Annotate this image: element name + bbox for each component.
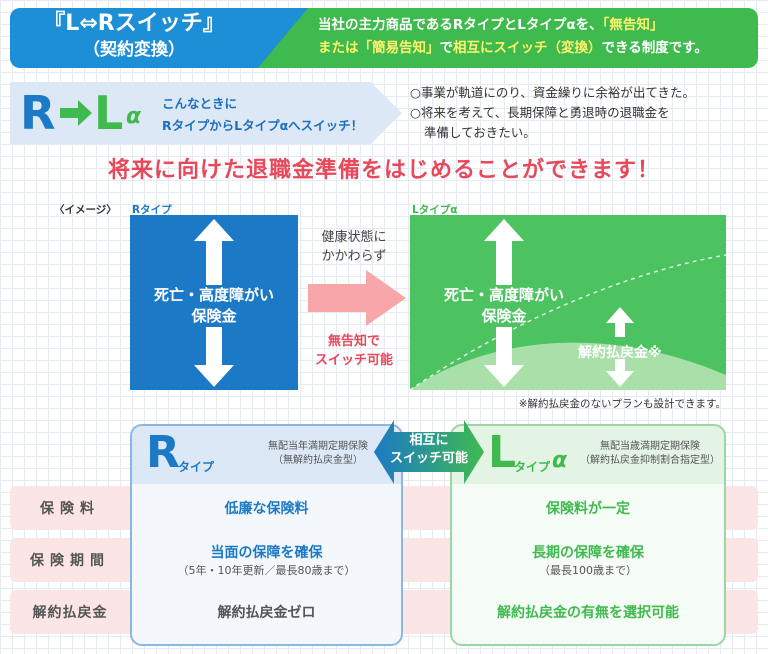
condition-line: 健康状態に [321,230,387,245]
benefit-text: 死亡・高度障がい [153,286,274,304]
r-type-column-header [132,426,401,484]
surrender-curve [410,254,726,390]
r-period-cell: 当面の保障を確保 [210,545,323,561]
l-desc-line: 無配当歳満期定期保険 [600,441,700,452]
r-type-box: 死亡・高度障がい 保険金 [130,215,298,390]
header-blue-panel [10,8,310,68]
banner-alpha-letter: α [126,104,142,129]
banner-text-2: RタイプからLタイプαへスイッチ！ [162,118,364,133]
mutual-switch-text: 相互に スイッチ可能 [380,432,478,468]
page-subtitle: （契約変換） [83,40,185,60]
benefit-text: 死亡・高度障がい [443,286,564,304]
right-arrow-icon [60,100,92,126]
page-title: 『L⇔Rスイッチ』 [43,11,225,36]
l-period-cell: 長期の保障を確保 [532,545,644,561]
desc-highlight: または「簡易告知」 [318,40,440,56]
l-product-desc: 無配当歳満期定期保険 （解約払戻金抑制割合指定型） [576,440,724,468]
banner-text-1: こんなときに [162,96,238,111]
switch-line: 無告知で [327,334,380,349]
switch-note: 無告知で スイッチ可能 [300,332,408,370]
mutual-line: スイッチ可能 [389,451,468,466]
banner-r-letter: R [20,86,56,140]
double-arrow-icon [484,219,524,387]
note-1: ○事業が軌道にのり、資金繰りに余裕が出てきた。 [410,85,696,100]
l-type-label: Lタイプα [412,204,458,216]
l-premium-cell: 保険料が一定 [546,501,630,517]
desc-text: 当社の主力商品であるRタイプとLタイプαを、 [318,17,603,33]
mutual-line: 相互に [409,433,449,448]
r-premium-cell: 低廉な保険料 [224,501,309,517]
r-product-desc: 無配当年満期定期保険 （無解約払戻金型） [238,440,398,468]
condition-line: かかわらず [321,249,387,264]
r-surrender-cell: 解約払戻金ゼロ [217,605,316,621]
surrender-label: 解約払戻金※ [578,345,662,361]
desc-highlight: 相互にスイッチ（変換） [453,40,602,56]
l-type-column-header [452,426,724,484]
r-big-letter: R [146,427,180,478]
l-big-letter: L [488,427,517,478]
switch-arrow-icon [308,270,406,326]
r-period-sub: （5年・10年更新／最長80歳まで） [177,564,356,577]
l-surrender-cell: 解約払戻金の有無を選択可能 [497,605,679,621]
headline: 将来に向けた退職金準備をはじめることができます！ [107,158,660,183]
desc-text: できる制度です。 [601,40,708,56]
switch-line: スイッチ可能 [314,353,393,368]
health-condition-text: 健康状態に かかわらず [300,228,408,266]
row-label-surrender: 解約払戻金 [32,605,108,621]
l-desc-line: （解約払戻金抑制割合指定型） [580,455,720,466]
row-label-premium: 保険料 [40,501,100,517]
desc-text: で [439,40,454,56]
r-desc-line: （無解約払戻金型） [273,455,363,466]
benefit-text: 保険金 [191,307,237,325]
header-green-panel [258,8,758,68]
l-type-suffix: タイプ [514,460,551,474]
mutual-switch-arrow-icon [374,420,484,484]
r-desc-line: 無配当年満期定期保険 [268,441,368,452]
l-type-box: 死亡・高度障がい 保険金 解約払戻金※ [410,215,726,390]
row-label-period: 保険期間 [30,553,110,569]
note-3: 準備しておきたい。 [424,125,536,140]
benefit-text: 保険金 [481,307,527,325]
small-double-arrow-icon [606,307,634,387]
l-period-sub: （最長100歳まで） [539,564,637,577]
note-2: ○将来を考えて、長期保障と勇退時の退職金を [410,105,670,120]
banner-l-letter: L [94,86,124,140]
footnote: ※解約払戻金のないプランも設計できます。 [518,398,726,410]
image-label: 〈イメージ〉 [54,204,117,216]
r-type-suffix: タイプ [178,460,215,474]
desc-highlight: 「無告知」 [602,17,664,33]
r-type-label: Rタイプ [132,204,172,216]
double-arrow-icon [194,219,234,387]
l-alpha-letter: α [552,448,568,473]
header-description: 当社の主力商品であるRタイプとLタイプαを、「無告知」 または「簡易告知」で相互… [318,14,754,60]
